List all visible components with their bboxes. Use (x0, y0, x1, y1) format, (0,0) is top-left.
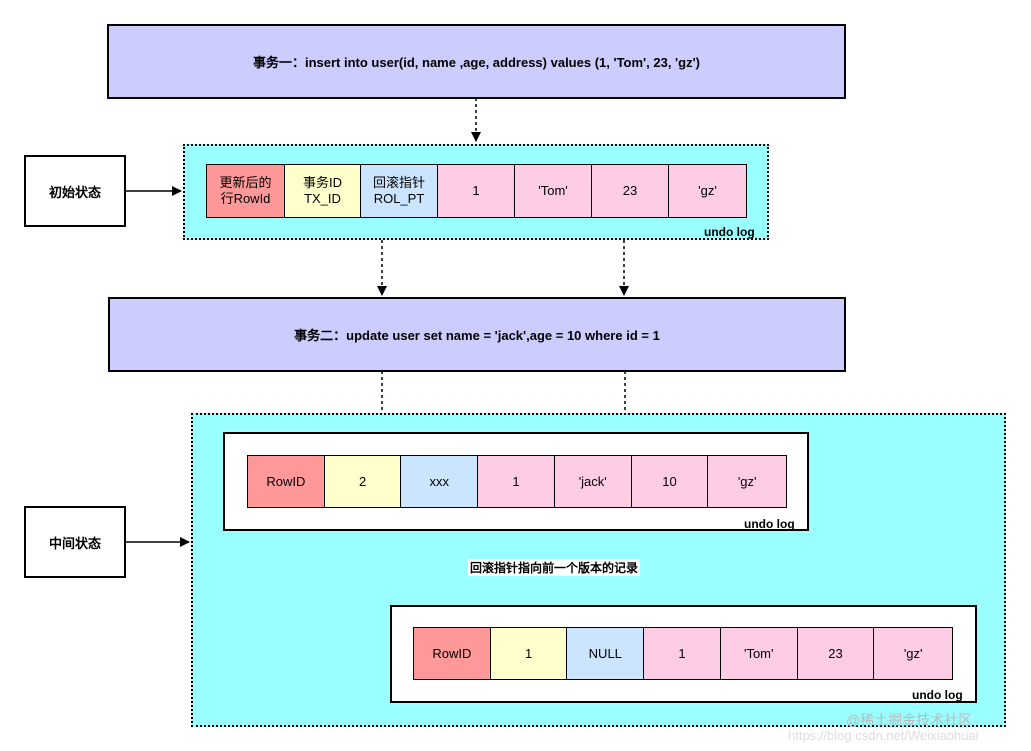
cell-id: 1 (478, 456, 555, 507)
previous-record: RowID 1 NULL 1 'Tom' 23 'gz' (413, 627, 953, 680)
cell-tx-id: 事务ID TX_ID (285, 165, 361, 217)
cell-rowid: RowID (248, 456, 325, 507)
cell-name: 'jack' (554, 456, 632, 507)
cell-address: 'gz' (874, 628, 953, 679)
cell-roll-pointer: xxx (401, 456, 479, 507)
cell-tx-id: 1 (490, 628, 568, 679)
transaction-1-label: 事务一：insert into user(id, name ,age, addr… (252, 55, 700, 70)
cell-name: 'Tom' (515, 165, 592, 217)
rollback-pointer-note: 回滚指针指向前一个版本的记录 (468, 559, 641, 576)
cell-roll-pointer: NULL (567, 628, 645, 679)
watermark-text: @稀土掘金技术社区 (846, 712, 973, 728)
cell-updated-rowid: 更新后的 行RowId (207, 165, 285, 217)
cell-age: 10 (631, 456, 709, 507)
cell-roll-pointer: 回滚指针 ROL_PT (361, 165, 438, 217)
cell-age: 23 (592, 165, 669, 217)
current-record: RowID 2 xxx 1 'jack' 10 'gz' (247, 455, 787, 508)
middle-state-label: 中间状态 (48, 535, 101, 551)
cell-name: 'Tom' (720, 628, 798, 679)
middle-state-box: 中间状态 (24, 506, 126, 578)
cell-tx-id: 2 (324, 456, 402, 507)
cell-rowid: RowID (414, 628, 491, 679)
cell-address: 'gz' (669, 165, 746, 217)
transaction-1-box: 事务一：insert into user(id, name ,age, addr… (107, 24, 846, 99)
initial-undo-log-label: undo log (704, 225, 755, 239)
current-undo-log-label: undo log (744, 517, 795, 531)
previous-undo-log-label: undo log (912, 688, 963, 702)
transaction-2-label: 事务二：update user set name = 'jack',age = … (294, 328, 660, 343)
cell-id: 1 (644, 628, 721, 679)
transaction-2-box: 事务二：update user set name = 'jack',age = … (108, 297, 846, 372)
cell-id: 1 (438, 165, 515, 217)
initial-record: 更新后的 行RowId 事务ID TX_ID 回滚指针 ROL_PT 1 'To… (206, 164, 747, 218)
initial-state-box: 初始状态 (24, 155, 126, 227)
initial-state-label: 初始状态 (48, 184, 101, 200)
cell-age: 23 (797, 628, 875, 679)
cell-address: 'gz' (708, 456, 787, 507)
watermark-url: https://blog.csdn.net/Weixiaohuai (788, 728, 979, 743)
